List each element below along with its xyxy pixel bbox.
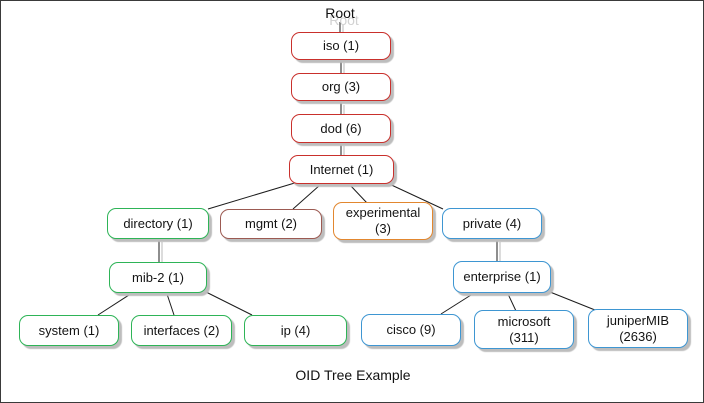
node-mgmt: mgmt (2)	[220, 209, 322, 239]
connector-lines	[97, 22, 596, 316]
node-cisco: cisco (9)	[361, 314, 461, 346]
node-junipermib: juniperMIB (2636)	[588, 309, 688, 348]
node-dod: dod (6)	[291, 114, 391, 143]
node-private: private (4)	[442, 208, 542, 239]
connector-shadow-lines	[161, 25, 501, 265]
root-label: Root	[325, 5, 355, 21]
node-enterprise: enterprise (1)	[453, 261, 551, 293]
node-ip: ip (4)	[244, 315, 347, 346]
node-directory: directory (1)	[107, 208, 209, 239]
node-internet: Internet (1)	[289, 155, 394, 184]
node-system: system (1)	[19, 315, 119, 346]
node-microsoft: microsoft (311)	[474, 310, 574, 349]
node-experimental: experimental (3)	[333, 202, 433, 240]
node-mib-2: mib-2 (1)	[109, 262, 207, 293]
node-iso: iso (1)	[291, 32, 391, 60]
node-org: org (3)	[291, 73, 391, 101]
node-interfaces: interfaces (2)	[131, 315, 232, 346]
diagram-caption: OID Tree Example	[295, 367, 411, 383]
